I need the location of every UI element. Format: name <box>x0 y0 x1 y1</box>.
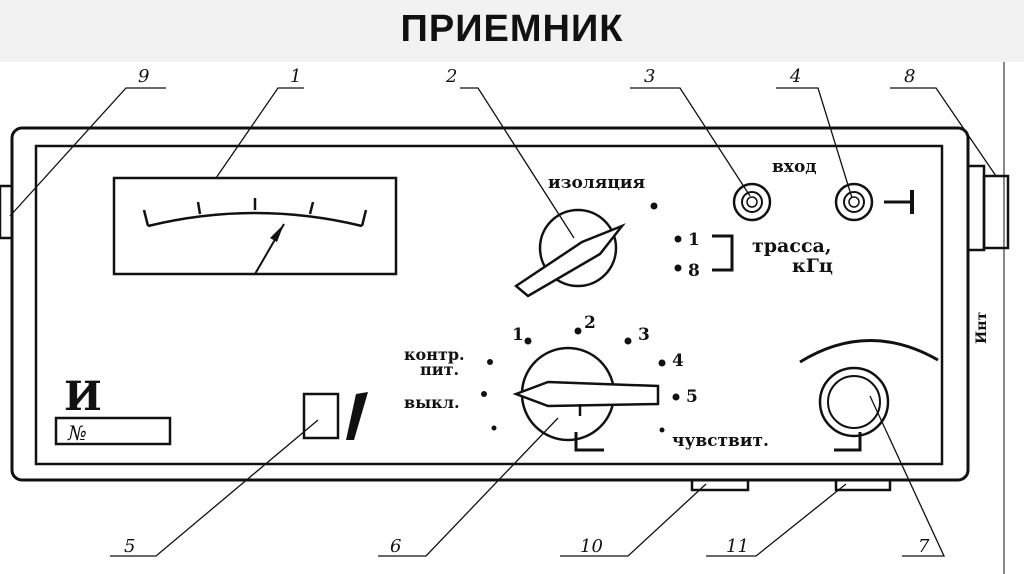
meter-window <box>112 176 398 276</box>
trassa-label: трасса, <box>752 235 831 257</box>
chuvstvit-label: чувствит. <box>672 431 769 451</box>
sensitivity-scale-arc <box>799 339 939 364</box>
callout-3: 3 <box>644 66 655 87</box>
slide-title: ПРИЕМНИК <box>400 8 624 50</box>
right-side-connector-plate <box>966 164 986 252</box>
callout-2: 2 <box>445 66 457 87</box>
number-plate <box>54 416 172 446</box>
kontr-label: контр. <box>404 345 465 364</box>
khz-label: кГц <box>792 255 833 277</box>
number-plate-label: № <box>67 421 87 445</box>
callout-9: 9 <box>138 66 149 87</box>
izolyatsiya-label: изоляция <box>548 173 645 193</box>
button-5[interactable] <box>302 392 340 440</box>
title-bar <box>0 0 1024 62</box>
maker-logo: И <box>64 373 102 420</box>
device-outer-body <box>10 126 970 482</box>
callout-10: 10 <box>580 536 603 557</box>
side-label-int: Инт <box>974 312 990 344</box>
freq-bracket <box>712 234 734 272</box>
left-side-connector <box>0 184 14 240</box>
callout-8: 8 <box>904 66 915 87</box>
freq-1-label: 1 <box>688 230 700 250</box>
meter-scale-arc <box>147 211 363 228</box>
vkhod-label: вход <box>772 157 817 177</box>
izolyatsiya-pointer <box>513 223 626 298</box>
pit-label: пит. <box>420 360 459 379</box>
callout-7: 7 <box>918 536 930 557</box>
pos-1-label: 1 <box>512 325 524 345</box>
pos-5-label: 5 <box>686 387 698 407</box>
mode-switch-pointer <box>512 380 660 408</box>
callout-6: 6 <box>390 536 401 557</box>
bottom-foot-10 <box>690 478 750 492</box>
bottom-foot-11 <box>834 478 892 492</box>
input-socket-4[interactable] <box>834 182 874 222</box>
receiver-diagram: изоляция 1 8 трасса, кГц вход 1 2 3 4 5 … <box>0 62 1010 574</box>
device-front-panel <box>34 144 944 466</box>
callout-11: 11 <box>726 536 749 557</box>
input-socket-3[interactable] <box>732 182 772 222</box>
pos-3-label: 3 <box>638 325 650 345</box>
callout-5: 5 <box>124 536 135 557</box>
izolyatsiya-knob[interactable] <box>538 208 618 288</box>
sensitivity-knob[interactable] <box>818 366 890 438</box>
vykl-label: выкл. <box>404 393 460 412</box>
callout-1: 1 <box>290 66 301 87</box>
pos-2-label: 2 <box>584 313 596 333</box>
freq-8-label: 8 <box>688 261 700 281</box>
pos-4-label: 4 <box>672 351 684 371</box>
callout-4: 4 <box>789 66 801 87</box>
button-5-indicator <box>346 392 368 440</box>
